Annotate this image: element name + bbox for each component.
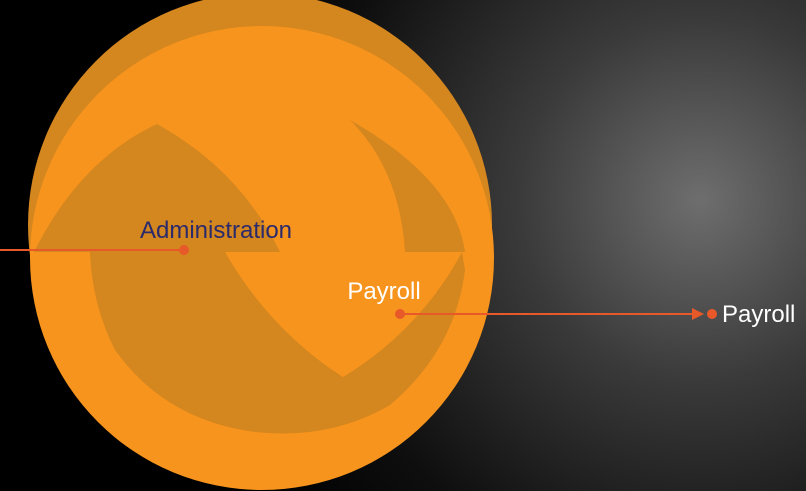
payroll-callout-label: Payroll [722, 301, 795, 328]
administration-label: Administration [140, 217, 292, 244]
administration-dot [179, 245, 189, 255]
payroll-dot [395, 309, 405, 319]
payroll-label: Payroll [347, 278, 420, 305]
lower-swirl [90, 252, 465, 434]
payroll-region [225, 252, 462, 377]
payroll-arrowhead [692, 308, 704, 320]
payroll-callout-dot [707, 309, 717, 319]
administration-region [34, 124, 280, 252]
upper-right-wedge [350, 120, 465, 252]
